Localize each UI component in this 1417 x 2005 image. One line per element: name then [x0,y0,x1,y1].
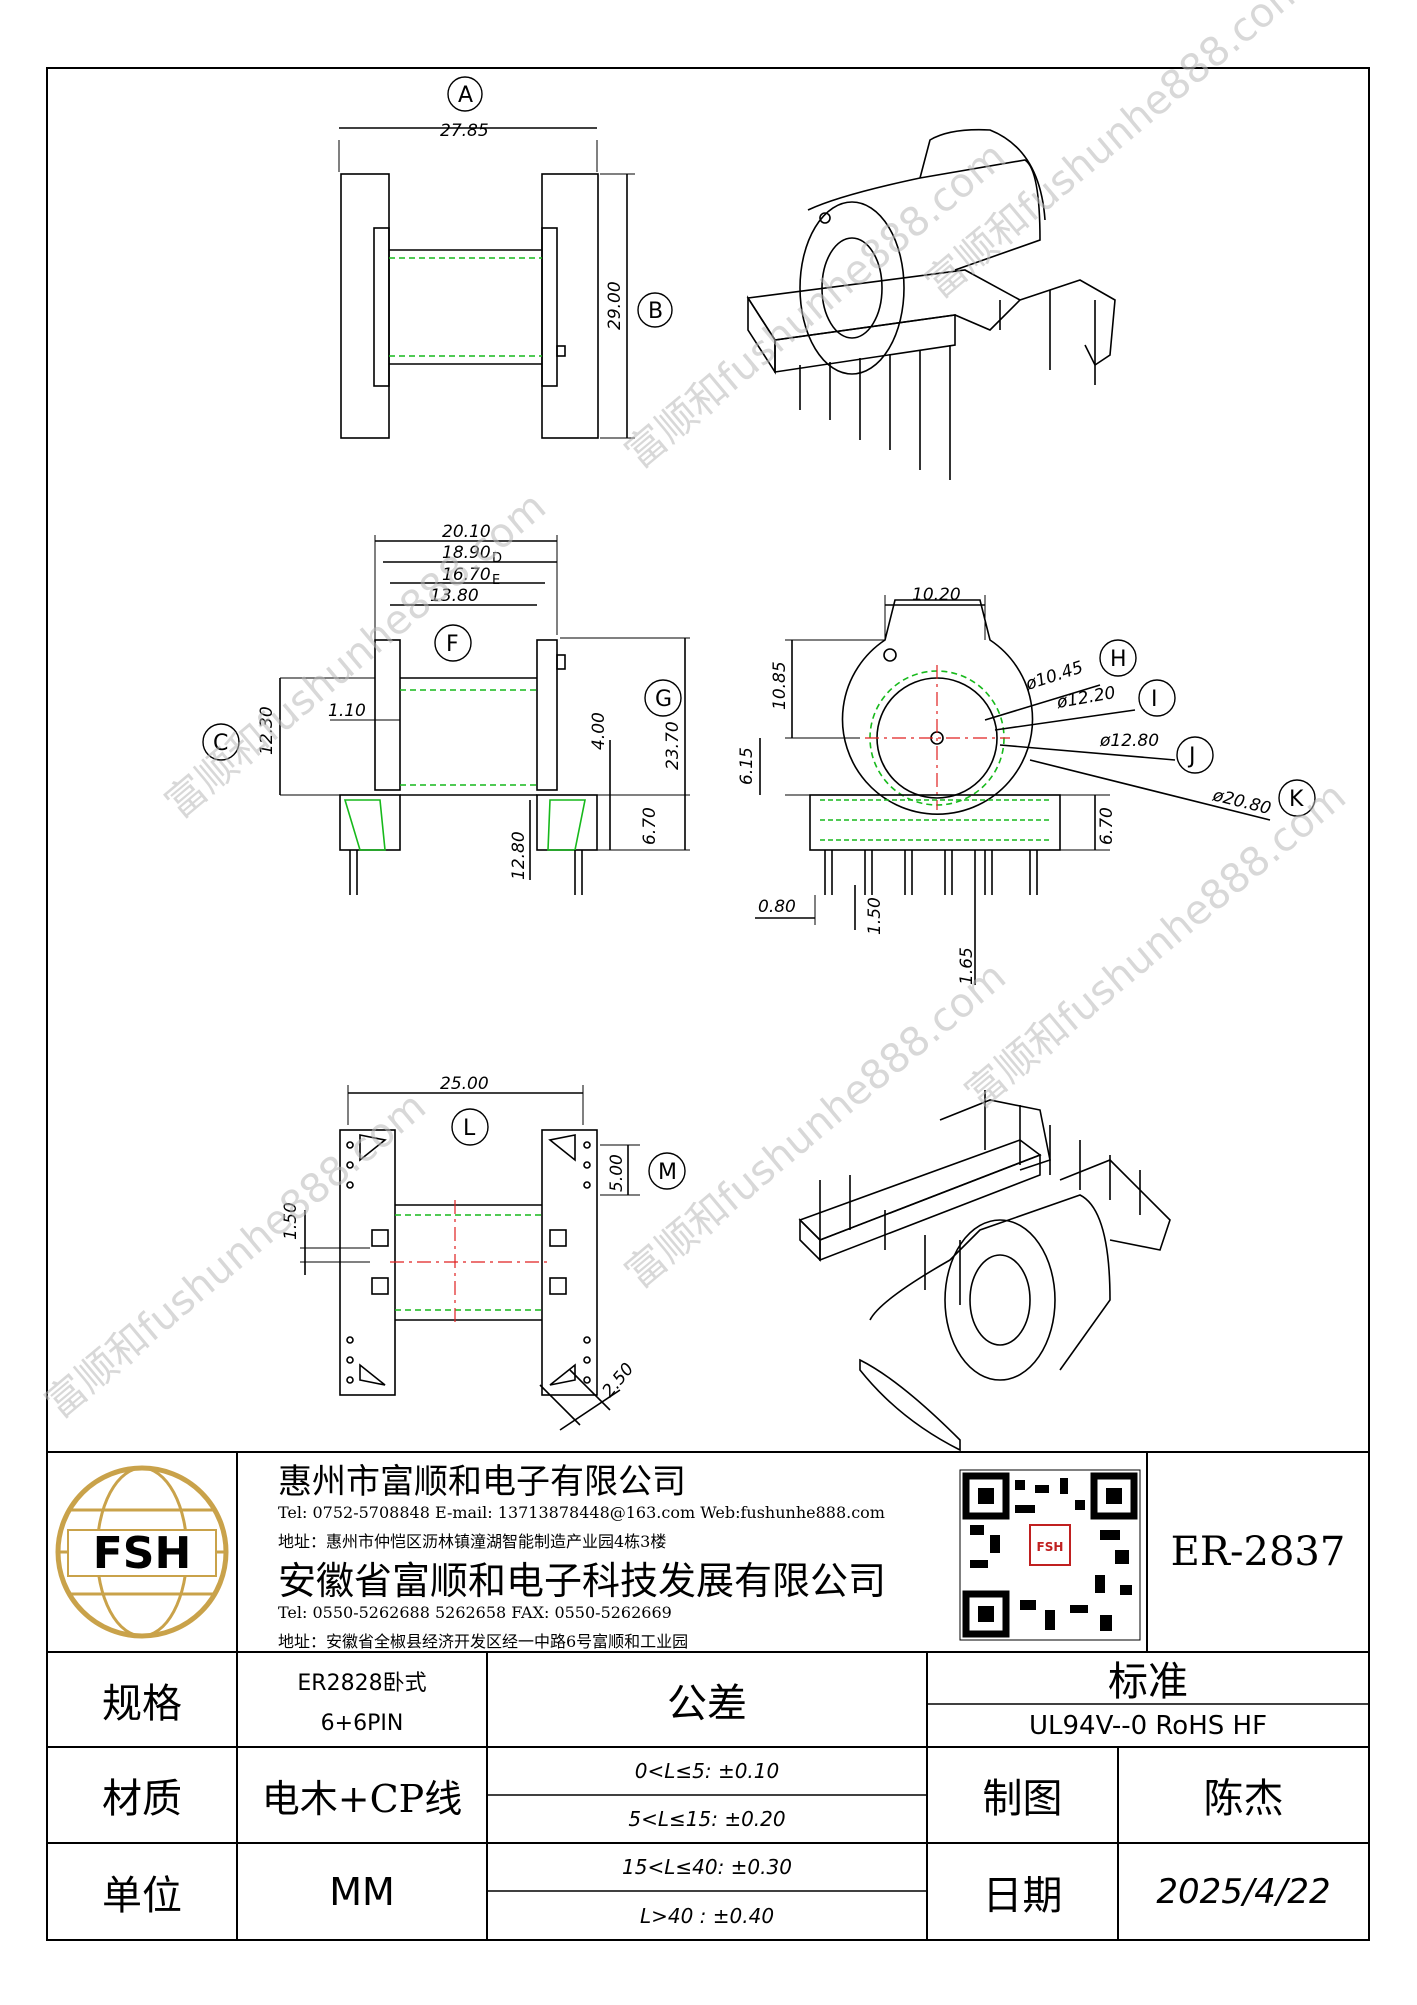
dim-1-10: 1.10 [328,701,366,721]
dim-5-00: 5.00 [607,1154,627,1192]
dim-6-70-side: 6.70 [640,807,660,845]
logo-text: FSH [93,1528,192,1579]
dim-a-value: 27.85 [440,121,489,141]
sheet-border [46,67,1370,1941]
callout-l: L [463,1116,476,1141]
company-name-anhui: 安徽省富顺和电子科技发展有限公司 [278,1559,887,1603]
unit-value: MM [329,1869,395,1914]
company-contact-huizhou: Tel: 0752-5708848 E-mail: 13713878448@16… [278,1503,885,1522]
end-view [755,595,1271,985]
callout-g: G [655,687,672,712]
callout-e: E [492,573,500,588]
qr-code [959,1469,1141,1641]
company-name-huizhou: 惠州市富顺和电子有限公司 [278,1462,686,1502]
phi-12-80: ø12.80 [1099,731,1159,751]
callout-k-circle [1278,779,1316,817]
dim-1-65: 1.65 [957,947,977,985]
date-label: 日期 [982,1872,1063,1919]
company-contact-anhui: Tel: 0550-5262688 5262658 FAX: 0550-5262… [278,1603,672,1622]
callout-m: M [658,1160,677,1185]
callout-c: C [213,731,228,756]
standard-label: 标准 [1108,1659,1188,1705]
watermark: 富顺和fushunhe888.com [157,483,555,827]
dim-10-85: 10.85 [770,661,790,710]
dim-25-00: 25.00 [440,1074,489,1094]
dim-16-70: 16.70 [442,565,491,585]
part-number: ER-2837 [1170,1529,1346,1575]
dim-4-00: 4.00 [589,712,609,750]
phi-12-20: ø12.20 [1054,683,1117,713]
callout-d: D [492,551,502,566]
qr-logo-text: FSH [1037,1540,1064,1554]
dim-12-80: 12.80 [509,831,529,880]
isometric-view-top [746,128,1116,480]
callout-b: B [648,299,663,324]
material-label: 材质 [102,1776,182,1822]
spec-value-model: ER2828卧式 [297,1671,427,1696]
tolerance-row-3: 15<L≤40: ±0.30 [622,1855,792,1879]
dim-6-15: 6.15 [737,747,757,785]
title-block-grid [47,1451,1369,1940]
company-address-huizhou: 地址：惠州市仲恺区沥林镇潼湖智能制造产业园4栋3楼 [278,1532,667,1551]
dim-1-50-bottom: 1.50 [281,1202,301,1240]
watermark-layer: 富顺和fushunhe888.com 富顺和fushunhe888.com 富顺… [37,0,1355,1428]
drawn-by-label: 制图 [982,1776,1063,1822]
side-view [202,535,690,895]
unit-label: 单位 [102,1872,182,1919]
tolerance-row-4: L>40 : ±0.40 [639,1903,775,1928]
dim-18-90: 18.90 [442,543,491,563]
tolerance-row-2: 5<L≤15: ±0.20 [628,1807,786,1831]
drawn-by-value: 陈杰 [1203,1776,1284,1822]
dim-10-20: 10.20 [912,585,961,605]
isometric-view-bottom [798,1090,1171,1452]
tolerance-label: 公差 [667,1680,747,1727]
tolerance-row-1: 0<L≤5: ±0.10 [634,1759,780,1783]
dim-2-50: 2.50 [599,1359,639,1401]
spec-label: 规格 [102,1680,182,1727]
phi-20-80: ø20.80 [1210,785,1273,819]
company-address-anhui: 地址：安徽省全椒县经济开发区经一中路6号富顺和工业园 [278,1632,689,1651]
fsh-logo [55,1465,229,1639]
watermark: 富顺和fushunhe888.com [617,953,1015,1297]
date-value: 2025/4/22 [1156,1871,1331,1912]
dim-0-80: 0.80 [758,897,796,917]
dim-20-10: 20.10 [442,522,491,542]
dim-6-70-end: 6.70 [1097,807,1117,845]
material-value: 电木+CP线 [261,1776,463,1821]
callout-h-circle [1099,639,1137,677]
watermark: 富顺和fushunhe888.com [957,773,1355,1117]
dim-12-30: 12.30 [257,706,277,755]
standard-value: UL94V--0 RoHS HF [1028,1710,1268,1741]
callout-i: I [1151,687,1158,712]
watermark: 富顺和fushunhe888.com [617,133,1015,477]
callout-j: J [1187,744,1196,769]
dim-b-value: 29.00 [605,281,625,330]
callout-j-circle [1176,736,1214,774]
dim-23-70: 23.70 [663,721,683,770]
callout-f: F [446,632,459,657]
dim-1-50-end: 1.50 [865,897,885,935]
callout-k: K [1289,787,1304,812]
callout-h: H [1110,647,1127,672]
bottom-view [300,1085,686,1431]
callout-a: A [458,83,473,108]
callout-i-circle [1138,679,1176,717]
dim-13-80: 13.80 [430,586,479,606]
front-view [338,76,673,439]
spec-value-pins: 6+6PIN [320,1711,404,1736]
